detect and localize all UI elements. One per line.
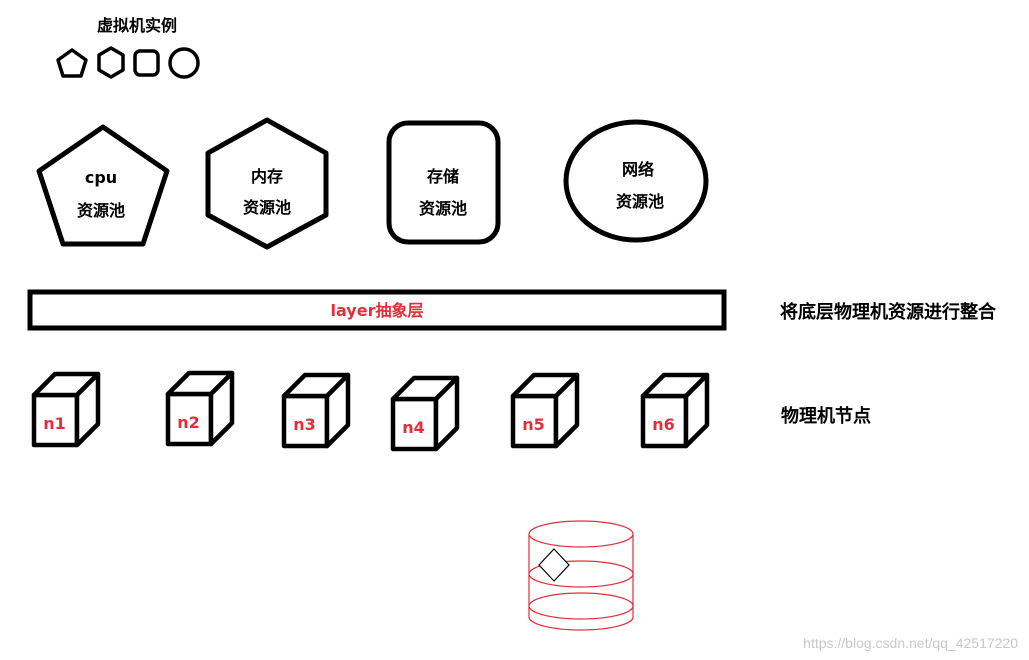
cube-side-face (433, 375, 460, 452)
vm-circle-icon (168, 47, 200, 79)
abstraction-layer: layer抽象层 (27, 289, 727, 331)
cube-side-face (553, 372, 580, 449)
cylinder-ring-1 (528, 573, 634, 588)
cube-side-face (683, 372, 710, 449)
node-label: n5 (522, 415, 545, 434)
pool-storage-name: 存储 (427, 167, 459, 186)
diamond-icon (538, 548, 570, 582)
pool-cpu: cpu 资源池 (36, 124, 170, 247)
node-cube-n2: n2 (165, 370, 235, 447)
layer-description: 将底层物理机资源进行整合 (780, 301, 997, 323)
pool-cpu-name: cpu (85, 168, 117, 187)
cylinder-ring-1-back (528, 560, 634, 575)
vm-pentagon-icon (56, 48, 88, 78)
node-cube-n6: n6 (640, 372, 710, 449)
node-label: n3 (293, 415, 316, 434)
cube-side-face (74, 371, 101, 448)
pool-memory-label: 资源池 (243, 198, 291, 217)
cylinder-ring-2 (528, 605, 634, 620)
layer-label: layer抽象层 (331, 301, 424, 320)
pool-network-name: 网络 (622, 160, 654, 179)
node-cube-n3: n3 (281, 372, 351, 449)
pool-cpu-label: 资源池 (77, 201, 125, 220)
vm-hexagon-icon (97, 46, 125, 79)
vm-instance-icons (56, 46, 200, 79)
cube-side-face (324, 372, 351, 449)
circle-shape (563, 119, 709, 243)
node-label: n2 (177, 413, 200, 432)
cube-side-face (208, 370, 235, 447)
node-label: n6 (652, 415, 675, 434)
node-cube-n5: n5 (510, 372, 580, 449)
pool-network: 网络 资源池 (563, 119, 709, 243)
vm-square-icon (133, 49, 160, 77)
node-label: n1 (43, 414, 66, 433)
pool-network-label: 资源池 (616, 192, 664, 211)
pool-storage: 存储 资源池 (386, 120, 501, 245)
hexagon-shape (205, 117, 329, 250)
vm-instances-title: 虚拟机实例 (97, 16, 177, 35)
watermark: https://blog.csdn.net/qq_42517220 (803, 635, 1018, 651)
pool-storage-label: 资源池 (419, 199, 467, 218)
pool-memory-name: 内存 (251, 167, 283, 186)
cylinder-top (528, 520, 634, 548)
rounded-square-shape (386, 120, 501, 245)
node-label: n4 (402, 418, 425, 437)
pool-memory: 内存 资源池 (205, 117, 329, 250)
pentagon-shape (36, 124, 170, 247)
layer-bar (27, 289, 727, 331)
database-cylinder-icon (528, 520, 634, 631)
nodes-description: 物理机节点 (781, 405, 871, 427)
physical-nodes: n1 n2 n3 n4 n5 n6 (31, 370, 710, 452)
cylinder-ring-2-back (528, 592, 634, 607)
node-cube-n1: n1 (31, 371, 101, 448)
node-cube-n4: n4 (390, 375, 460, 452)
